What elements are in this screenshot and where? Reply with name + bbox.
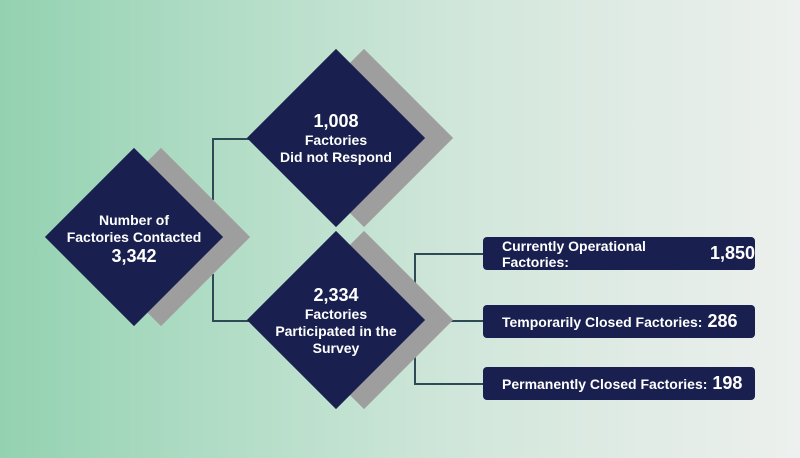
no-response-line2: Did not Respond: [280, 149, 392, 165]
no-response-label: 1,008 Factories Did not Respond: [246, 111, 426, 166]
root-label-line2: Factories Contacted: [66, 229, 202, 245]
outcome-label: Currently Operational Factories:: [502, 237, 646, 270]
outcome-temporarily-closed: Temporarily Closed Factories: 286: [483, 305, 755, 338]
outcome-value: 286: [707, 311, 738, 331]
participated-line3: Survey: [312, 340, 360, 356]
no-response-value: 1,008: [313, 111, 359, 131]
connector-root-vertical-bottom: [212, 274, 214, 321]
outcome-permanently-closed: Permanently Closed Factories: 198: [483, 367, 755, 400]
connector-to-participated: [212, 320, 252, 322]
participated-line2: Participated in the: [275, 323, 397, 339]
connector-root-vertical-top: [212, 138, 214, 200]
root-label: Number of Factories Contacted 3,342: [44, 212, 224, 267]
outcome-label: Permanently Closed Factories:: [502, 375, 708, 392]
participated-line1: Factories: [304, 306, 368, 322]
connector-to-permanently: [414, 383, 484, 385]
connector-to-operational: [414, 253, 484, 255]
root-label-line1: Number of: [99, 212, 169, 228]
outcome-value: 1,850: [709, 243, 755, 263]
outcome-label: Temporarily Closed Factories:: [502, 313, 703, 330]
connector-to-no-response: [212, 138, 252, 140]
participated-label: 2,334 Factories Participated in the Surv…: [246, 285, 426, 357]
participated-value: 2,334: [313, 285, 359, 305]
root-value: 3,342: [111, 246, 157, 266]
outcome-value: 198: [712, 373, 743, 393]
outcome-operational: Currently Operational Factories: 1,850: [483, 237, 755, 270]
no-response-line1: Factories: [304, 132, 368, 148]
connector-to-temporarily: [440, 320, 484, 322]
